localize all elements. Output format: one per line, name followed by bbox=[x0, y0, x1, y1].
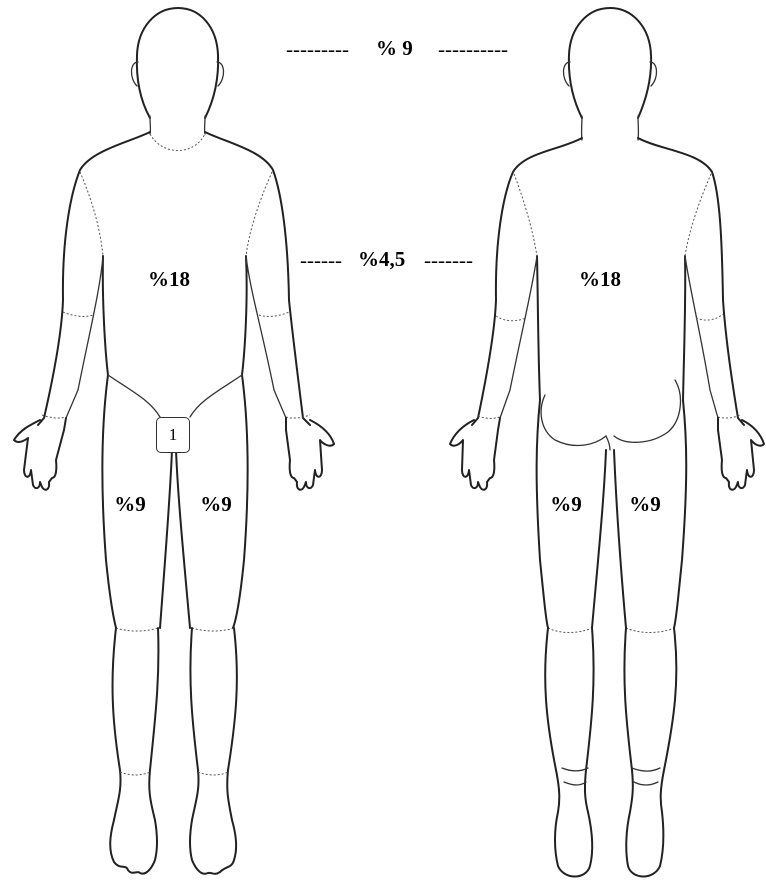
front-left-hand bbox=[14, 418, 66, 490]
groin-label: 1 bbox=[169, 425, 178, 444]
head-right-leader: ---------- bbox=[438, 37, 508, 62]
front-left-leg-label: %9 bbox=[114, 492, 146, 517]
groin-box: 1 bbox=[156, 417, 190, 453]
back-left-hand bbox=[450, 418, 500, 490]
back-left-foot bbox=[555, 812, 592, 877]
back-head bbox=[569, 8, 651, 118]
back-right-leg-label: %9 bbox=[629, 492, 661, 517]
front-right-foot bbox=[190, 820, 236, 874]
back-left-leg-label: %9 bbox=[550, 492, 582, 517]
arm-left-leader: ------ bbox=[300, 248, 342, 273]
arm-percent-label: %4,5 bbox=[358, 247, 405, 272]
front-right-leg-label: %9 bbox=[200, 492, 232, 517]
head-percent-label: % 9 bbox=[376, 36, 413, 61]
arm-right-leader: ------- bbox=[424, 248, 473, 273]
front-head bbox=[137, 8, 218, 118]
front-right-hand bbox=[286, 418, 334, 490]
front-trunk-label: %18 bbox=[148, 267, 190, 292]
back-right-foot bbox=[626, 812, 663, 877]
front-left-foot bbox=[110, 820, 157, 874]
back-right-hand bbox=[718, 418, 764, 490]
head-left-leader: --------- bbox=[286, 37, 349, 62]
back-figure bbox=[450, 8, 764, 877]
back-trunk-label: %18 bbox=[579, 267, 621, 292]
